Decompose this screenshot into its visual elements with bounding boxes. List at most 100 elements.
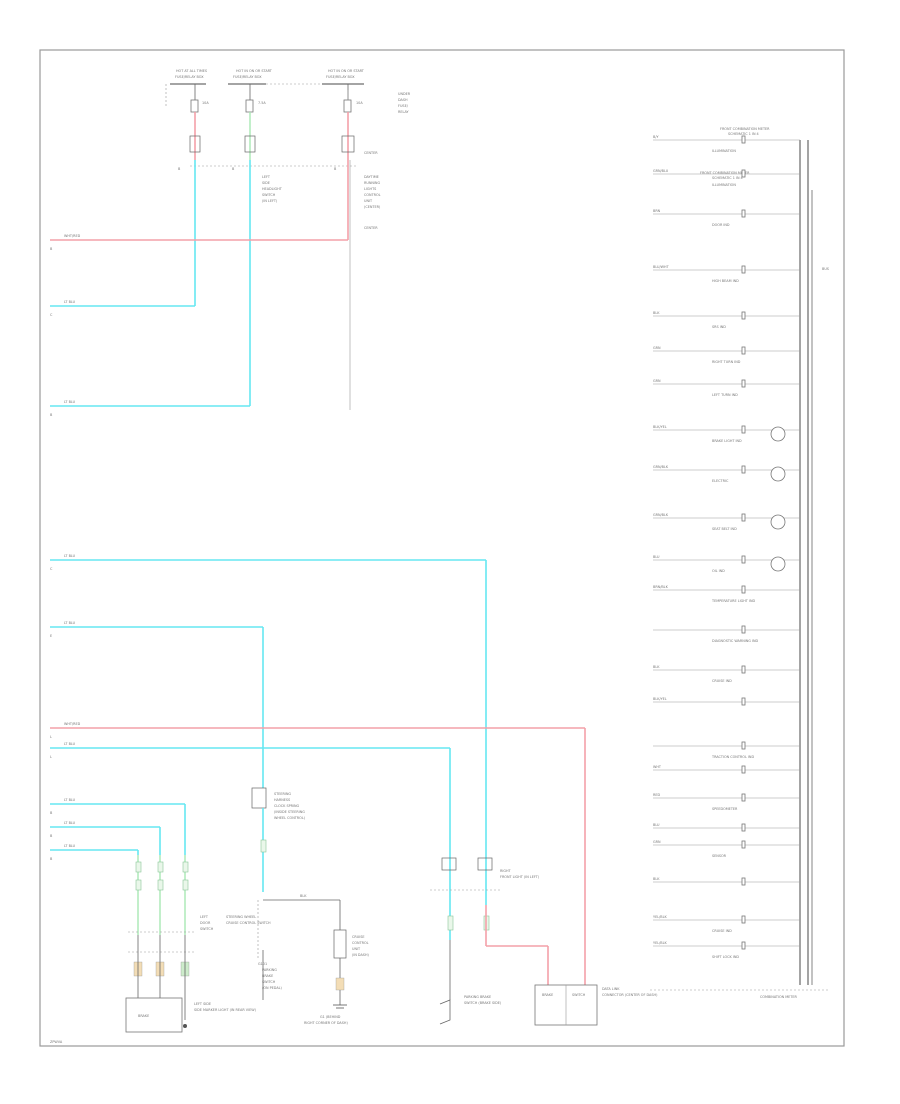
row-mark-6: L <box>50 735 52 739</box>
cluster-row-wire-label: BLK/YEL <box>653 425 667 429</box>
cluster-row-terminal <box>741 135 746 144</box>
fuse-box-label-2: FUSE/RELAY BOX <box>233 75 262 79</box>
diagram-frame <box>39 49 845 1047</box>
cluster-row-terminal <box>741 877 746 886</box>
bus-label: BUS <box>822 267 829 271</box>
cluster-row-wire-label: BLK/YEL <box>653 697 667 701</box>
svg-text:BRAKE: BRAKE <box>138 1014 149 1018</box>
cluster-row-wire-label: BLU <box>653 555 660 559</box>
svg-text:B: B <box>178 167 181 171</box>
svg-text:CONTROL: CONTROL <box>364 193 381 197</box>
svg-text:CONTROL: CONTROL <box>352 941 369 945</box>
svg-text:(IN DASH): (IN DASH) <box>352 953 370 957</box>
svg-text:BLK: BLK <box>300 894 307 898</box>
cluster-row-wire-label: BRN/BLK <box>653 585 669 589</box>
wire-label-3: LT BLU <box>64 400 76 404</box>
cluster-row-label: CRUISE IND <box>712 929 732 933</box>
cluster-row-terminal <box>741 209 746 218</box>
cluster-row-terminal <box>741 741 746 750</box>
component-detail-1: SIDE MARKER LIGHT (IN REAR VIEW) <box>194 1008 257 1012</box>
svg-text:HEADLIGHT: HEADLIGHT <box>262 187 283 191</box>
cluster-row-terminal <box>741 465 746 474</box>
svg-text:PARKING: PARKING <box>262 968 277 972</box>
svg-text:UNIT: UNIT <box>364 199 373 203</box>
cluster-row-terminal <box>741 941 746 950</box>
left-wire-bundle: WHT/RED B LT BLU C LT BLU B LT BLU C LT … <box>50 234 586 985</box>
cluster-row-wire-label: BLK <box>653 665 660 669</box>
svg-text:RUNNING: RUNNING <box>364 181 380 185</box>
svg-text:CLOCK SPRING: CLOCK SPRING <box>274 804 300 808</box>
cluster-row-wire-label: GRN/BLU <box>653 169 669 173</box>
cluster-row-wire-label: WHT <box>653 765 662 769</box>
svg-text:DASH: DASH <box>398 98 408 102</box>
center-components: STEERING HARNESS CLOCK SPRING (INSIDE ST… <box>226 787 658 1026</box>
row-mark-10: B <box>50 857 53 861</box>
row-mark-4: C <box>50 567 53 571</box>
fuse-title-3: HOT IN ON OR START <box>328 69 365 73</box>
svg-text:B: B <box>232 167 235 171</box>
svg-text:RELAY: RELAY <box>398 110 410 114</box>
row-mark-9: B <box>50 834 53 838</box>
cluster-row: BRN/BLK TEMPERATURE LIGHT IND <box>653 585 800 603</box>
cluster-row-wire-label: BLK <box>653 311 660 315</box>
row-mark-7: L <box>50 755 52 759</box>
cluster-row-label: DIAGNOSTIC WARNING IND <box>712 639 759 643</box>
component-name-3: PARKING BRAKE <box>464 995 491 999</box>
svg-text:LIGHTS: LIGHTS <box>364 187 376 191</box>
cluster-row-terminal <box>741 169 746 178</box>
cluster-row-wire-label: BLU/WHT <box>653 265 670 269</box>
cluster-row-terminal <box>741 697 746 706</box>
cluster-row-wire-label: BRN <box>653 209 661 213</box>
svg-text:UNIT: UNIT <box>352 947 361 951</box>
cluster-row-terminal <box>741 765 746 774</box>
component-detail-5: CONNECTOR (CENTER OF DASH) <box>602 993 658 997</box>
row-mark-2: C <box>50 313 53 317</box>
top-wire-runs: B B B LEFT SIDE HEADLIGHT SWITCH (IN LEF… <box>178 90 381 410</box>
cluster-row-label: RIGHT TURN IND <box>712 360 741 364</box>
row-mark-3: B <box>50 413 53 417</box>
cluster-row-wire-label: GRN/BLK <box>653 513 669 517</box>
fuse-box-3: HOT IN ON OR START FUSE/RELAY BOX 10A UN… <box>266 69 411 114</box>
cluster-row-wire-label: RED <box>653 793 660 797</box>
cluster-row-label: SRS IND <box>712 325 726 329</box>
cluster-row-terminal <box>741 840 746 849</box>
wire-label-1: WHT/RED <box>64 234 81 238</box>
fuse-box-2: HOT IN ON OR START FUSE/RELAY BOX 7.5A <box>228 69 273 113</box>
cluster-row-wire-label: GRN <box>653 840 661 844</box>
row-mark-8: B <box>50 811 53 815</box>
row-mark-5: E <box>50 634 52 638</box>
combination-meter: FRONT COMBINATION METER SCHEMATIC 1 IN 4… <box>650 127 830 999</box>
svg-text:STEERING: STEERING <box>274 792 291 796</box>
cluster-row-terminal <box>741 346 746 355</box>
cluster-row-label: TEMPERATURE LIGHT IND <box>711 599 755 603</box>
svg-text:FUSE/: FUSE/ <box>398 104 409 108</box>
cluster-rows: B/YILLUMINATIONGRN/BLUILLUMINATIONBRNDOO… <box>653 135 800 959</box>
cluster-row-terminal <box>741 425 746 434</box>
footer-code: ZPWVA <box>50 1040 63 1044</box>
cluster-row-label: ELECTRIC <box>712 479 729 483</box>
wire-label-4: LT BLU <box>64 554 76 558</box>
wire-label-2: LT BLU <box>64 300 76 304</box>
cluster-row: WHT <box>653 765 800 774</box>
svg-text:SWITCH: SWITCH <box>262 980 276 984</box>
cluster-header-2: FRONT COMBINATION METER <box>700 171 750 175</box>
svg-text:(ON PEDAL): (ON PEDAL) <box>262 986 283 990</box>
svg-text:BRAKE: BRAKE <box>262 974 273 978</box>
svg-text:LEFT: LEFT <box>262 175 271 179</box>
svg-text:HARNESS: HARNESS <box>274 798 290 802</box>
component-name-4: RIGHT <box>500 869 512 873</box>
wire-label-6: WHT/RED <box>64 722 81 726</box>
cluster-row-label: OIL IND <box>712 569 725 573</box>
svg-text:SIDE: SIDE <box>262 181 270 185</box>
wire-label-8: LT BLU <box>64 798 76 802</box>
cluster-row: BLK SRS IND <box>653 311 800 329</box>
cluster-row: DIAGNOSTIC WARNING IND <box>653 625 800 643</box>
svg-text:G101: G101 <box>258 962 267 966</box>
svg-text:CRUISE: CRUISE <box>352 935 365 939</box>
cluster-row-wire-label: YEL/BLK <box>653 941 667 945</box>
cluster-row-label: ILLUMINATION <box>712 149 736 153</box>
